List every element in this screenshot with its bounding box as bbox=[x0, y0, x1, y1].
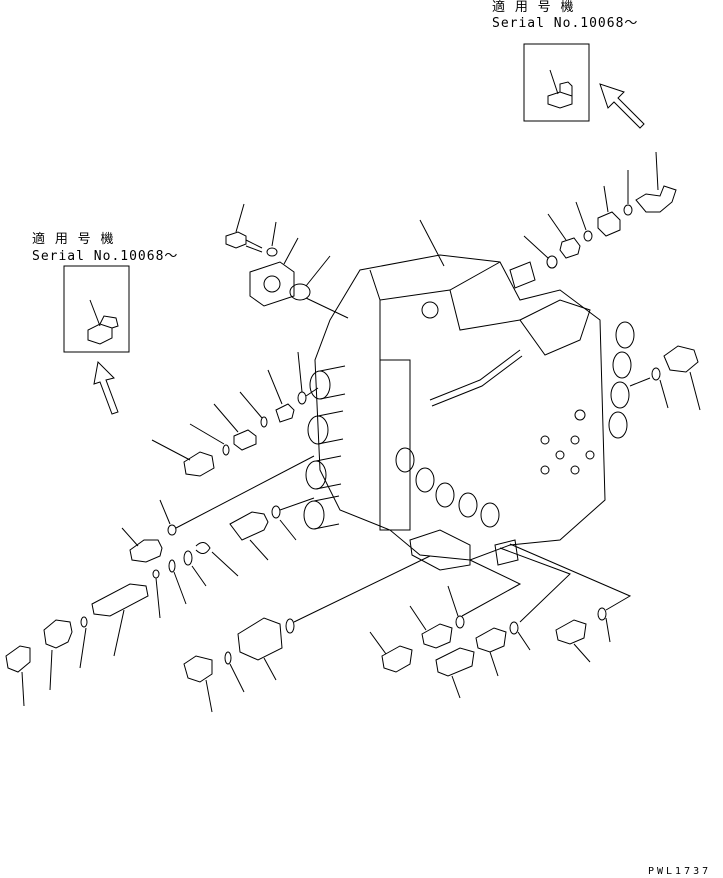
left-fitting-chain bbox=[151, 351, 319, 477]
callout-left-jp: 適 用 号 機 bbox=[32, 232, 115, 247]
inset-box-top-right bbox=[523, 43, 590, 122]
leader-body bbox=[419, 219, 445, 267]
right-side-elbow bbox=[629, 345, 701, 411]
right-lower-fittings bbox=[369, 543, 632, 699]
callout-top-right-jp: 適 用 号 機 bbox=[492, 0, 575, 15]
arrow-left bbox=[93, 360, 119, 415]
arrow-top-right bbox=[599, 83, 645, 129]
inset-box-left bbox=[63, 265, 130, 353]
inset-fitting-top-right bbox=[547, 69, 573, 109]
control-valve-body bbox=[303, 254, 635, 571]
left-lower-chain bbox=[91, 455, 315, 657]
top-right-fitting-chain bbox=[523, 151, 677, 269]
left-elbow-pieces bbox=[5, 616, 88, 707]
flange-and-bolt bbox=[225, 203, 349, 319]
callout-top-right-serial: Serial No.10068～ bbox=[492, 16, 639, 31]
callout-left-serial: Serial No.10068～ bbox=[32, 249, 179, 264]
inset-fitting-left bbox=[87, 299, 119, 345]
bottom-middle-fittings bbox=[183, 555, 431, 713]
figure-code: PWL1737 bbox=[648, 866, 712, 877]
